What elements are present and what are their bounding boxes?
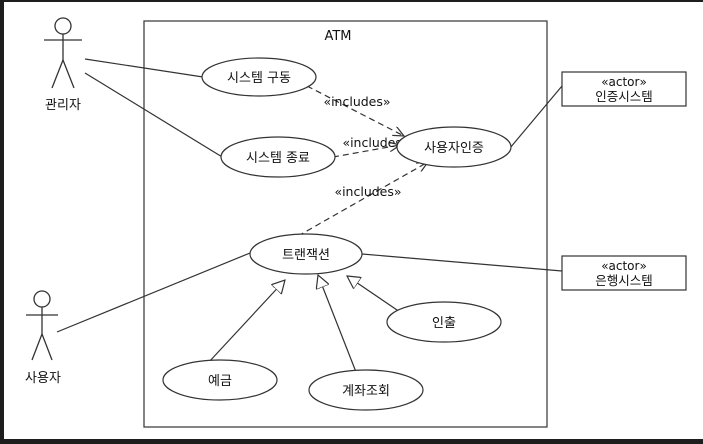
gen-withdraw-transaction bbox=[347, 276, 401, 313]
external-system-bank-name: 은행시스템 bbox=[595, 273, 653, 288]
include-label-1: «includes» bbox=[323, 94, 390, 109]
assoc-user-transaction bbox=[56, 252, 251, 333]
use-case-shutdown[interactable]: 시스템 종료 bbox=[220, 136, 336, 178]
associations bbox=[56, 58, 563, 333]
system-boundary bbox=[143, 20, 548, 428]
use-case-transaction-label: 트랜잭션 bbox=[282, 248, 330, 263]
use-case-start-label: 시스템 구동 bbox=[227, 71, 291, 86]
generalizations bbox=[207, 275, 401, 373]
use-case-withdraw[interactable]: 인출 bbox=[386, 301, 502, 343]
actor-admin[interactable] bbox=[44, 17, 82, 89]
use-case-start[interactable]: 시스템 구동 bbox=[201, 57, 317, 97]
use-case-inquiry[interactable]: 계좌조회 bbox=[308, 369, 424, 411]
gen-inquiry-transaction bbox=[318, 275, 357, 373]
assoc-auth-system bbox=[509, 85, 563, 149]
external-system-bank-stereotype: «actor» bbox=[601, 259, 647, 273]
assoc-admin-start bbox=[84, 58, 204, 78]
external-system-auth[interactable]: «actor» 인증시스템 bbox=[561, 71, 687, 107]
external-system-auth-stereotype: «actor» bbox=[601, 75, 647, 89]
use-case-auth-label: 사용자인증 bbox=[424, 141, 484, 156]
use-case-deposit[interactable]: 예금 bbox=[162, 359, 278, 401]
use-case-transaction[interactable]: 트랜잭션 bbox=[249, 233, 363, 275]
include-transaction-auth bbox=[297, 162, 428, 237]
include-start-auth bbox=[306, 85, 404, 136]
gen-deposit-transaction bbox=[207, 280, 285, 364]
actor-admin-label: 관리자 bbox=[45, 98, 81, 113]
stick-figure-icon bbox=[26, 290, 58, 361]
use-case-withdraw-label: 인출 bbox=[432, 316, 456, 331]
actor-user[interactable] bbox=[26, 290, 58, 361]
include-label-2: «includes» bbox=[342, 135, 409, 150]
external-system-bank[interactable]: «actor» 은행시스템 bbox=[561, 255, 687, 291]
include-relations bbox=[297, 85, 428, 237]
use-case-shutdown-label: 시스템 종료 bbox=[246, 151, 310, 166]
use-case-deposit-label: 예금 bbox=[208, 374, 232, 389]
use-case-auth[interactable]: 사용자인증 bbox=[396, 126, 512, 168]
system-boundary-title: ATM bbox=[324, 29, 351, 44]
use-case-inquiry-label: 계좌조회 bbox=[342, 384, 390, 399]
external-system-auth-name: 인증시스템 bbox=[595, 89, 653, 104]
assoc-transaction-bank bbox=[361, 253, 563, 272]
actor-user-label: 사용자 bbox=[25, 371, 61, 386]
assoc-admin-shutdown bbox=[84, 72, 233, 164]
include-label-3: «includes» bbox=[334, 184, 401, 199]
include-shutdown-auth bbox=[332, 145, 400, 158]
stick-figure-icon bbox=[44, 17, 82, 89]
